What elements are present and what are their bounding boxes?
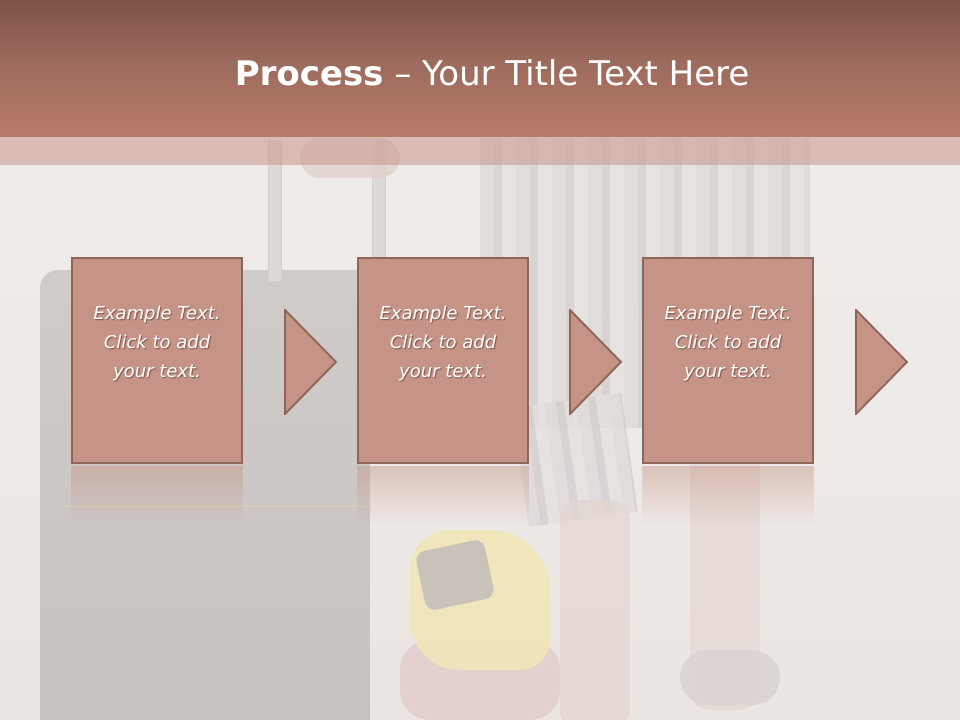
title-bar — [0, 0, 960, 137]
arrow-right-icon — [569, 309, 623, 415]
process-step-1-reflection — [71, 466, 243, 526]
process-step-3-text: Example Text. Click to add your text. — [664, 303, 792, 382]
slide-title-rest: – Your Title Text Here — [383, 54, 750, 94]
process-step-1[interactable]: Example Text. Click to add your text. — [71, 257, 243, 464]
title-bar-strip — [0, 137, 960, 165]
process-step-2-text: Example Text. Click to add your text. — [379, 303, 507, 382]
process-step-3[interactable]: Example Text. Click to add your text. — [642, 257, 814, 464]
process-step-3-reflection — [642, 466, 814, 526]
sandal-image — [680, 650, 780, 705]
process-step-2[interactable]: Example Text. Click to add your text. — [357, 257, 529, 464]
suitcase-zipper — [60, 505, 370, 517]
arrow-right-icon — [855, 309, 909, 415]
slide-title[interactable]: Process – Your Title Text Here — [0, 52, 960, 96]
leg-left-image — [560, 500, 630, 720]
arrow-right-icon — [284, 309, 338, 415]
process-step-2-reflection — [357, 466, 529, 526]
slide-title-bold: Process — [234, 54, 384, 94]
process-step-1-text: Example Text. Click to add your text. — [93, 303, 221, 382]
